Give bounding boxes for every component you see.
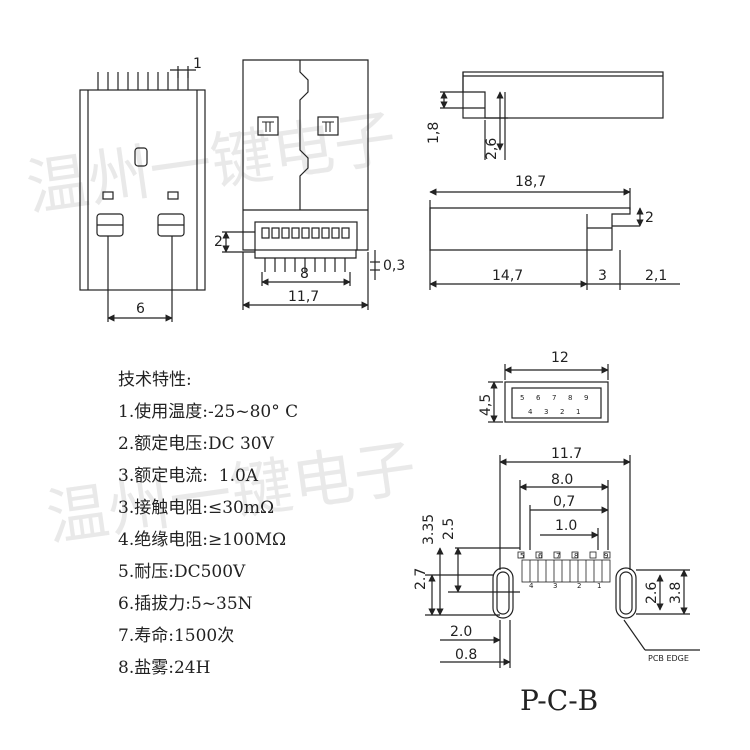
top-side-dim2: 2,6 — [484, 138, 500, 160]
pcb-dim-3-8: 3.8 — [668, 582, 684, 604]
front-body-outline — [79, 89, 206, 291]
svg-text:6: 6 — [538, 552, 543, 560]
svg-text:3: 3 — [544, 408, 548, 416]
pcb-dim-11-7: 11.7 — [551, 446, 582, 462]
pcb-edge-label: PCB EDGE — [648, 654, 689, 663]
pcb-dim-2-6: 2.6 — [644, 582, 660, 604]
front-view — [79, 66, 206, 322]
spec-item: 6.插拔力:5~35N — [118, 594, 253, 614]
plug-contacts — [261, 227, 350, 239]
watermark: 温州一键电子 温州一键电子 — [22, 101, 421, 555]
bottom-side-view — [429, 188, 680, 290]
svg-text:7: 7 — [552, 394, 556, 402]
svg-text:6: 6 — [536, 394, 541, 402]
svg-text:1: 1 — [597, 582, 601, 590]
spec-item: 3.额定电流: 1.0A — [118, 466, 259, 486]
spec-item: 8.盐雾:24H — [118, 658, 211, 678]
bottom-side-tail: 2,1 — [645, 268, 667, 284]
pcb-dim-3-35: 3.35 — [421, 514, 437, 545]
bottom-side-total: 18,7 — [515, 174, 546, 190]
socket-width-label: 12 — [551, 350, 569, 366]
spec-item: 4.绝缘电阻:≥100MΩ — [118, 530, 287, 550]
svg-text:2: 2 — [560, 408, 564, 416]
bottom-side-body: 14,7 — [492, 268, 523, 284]
socket-face — [488, 364, 609, 423]
pcb-pin-pads — [517, 551, 611, 583]
plug-bottom-pins — [264, 258, 346, 272]
svg-text:5: 5 — [520, 552, 524, 560]
svg-text:8: 8 — [574, 552, 578, 560]
svg-text:8: 8 — [568, 394, 572, 402]
svg-text:7: 7 — [556, 552, 560, 560]
pcb-dim-8-0: 8.0 — [551, 472, 573, 488]
front-pins — [97, 72, 189, 90]
svg-text:4: 4 — [528, 408, 533, 416]
front-spacing-label: 6 — [136, 301, 145, 317]
spec-item: 3.接触电阻:≤30mΩ — [118, 498, 275, 518]
pcb-dim-2-5: 2.5 — [441, 518, 457, 540]
pcb-oval-hole-left — [492, 567, 514, 619]
spec-item: 1.使用温度:-25~80° C — [118, 402, 299, 422]
bottom-side-3: 3 — [598, 268, 607, 284]
plug-inner-width-label: 8 — [300, 266, 309, 282]
pcb-pin-labels: 5 6 7 8 9 4 3 2 1 — [520, 552, 608, 590]
pcb-footprint — [425, 455, 700, 668]
socket-height-label: 4,5 — [478, 394, 494, 416]
plug-thickness-label: 0,3 — [383, 258, 405, 274]
pcb-dim-0-7: 0,7 — [553, 494, 575, 510]
side-front-view — [222, 59, 380, 310]
top-side-dim1: 1,8 — [426, 122, 442, 144]
plug-outer-width-label: 11,7 — [288, 289, 319, 305]
svg-text:3: 3 — [553, 582, 557, 590]
pcb-dim-2-7: 2.7 — [413, 568, 429, 590]
pcb-oval-hole-right — [615, 567, 637, 619]
spec-item: 2.额定电压:DC 30V — [118, 434, 274, 454]
specs-heading: 技术特性: — [118, 370, 192, 390]
socket-pin-labels: 5 6 7 8 9 4 3 2 1 — [520, 394, 588, 416]
pcb-dim-0-8: 0.8 — [455, 647, 477, 663]
svg-text:9: 9 — [604, 552, 608, 560]
pcb-title: P-C-B — [520, 684, 598, 717]
svg-text:9: 9 — [584, 394, 588, 402]
plug-height-label: 2 — [214, 234, 223, 250]
bottom-side-step: 2 — [645, 210, 654, 226]
front-pitch-label: 1 — [193, 56, 202, 72]
top-side-view — [440, 71, 664, 160]
pcb-dim-1-0: 1.0 — [555, 518, 577, 534]
pcb-dim-2-0: 2.0 — [450, 624, 472, 640]
spec-item: 5.耐压:DC500V — [118, 562, 246, 582]
svg-text:温州一键电子: 温州一键电子 — [22, 101, 401, 225]
svg-text:5: 5 — [520, 394, 524, 402]
plug-outline — [242, 59, 369, 259]
svg-text:1: 1 — [576, 408, 580, 416]
spec-item: 7.寿命:1500次 — [118, 626, 235, 646]
svg-text:4: 4 — [529, 582, 534, 590]
svg-text:2: 2 — [577, 582, 581, 590]
